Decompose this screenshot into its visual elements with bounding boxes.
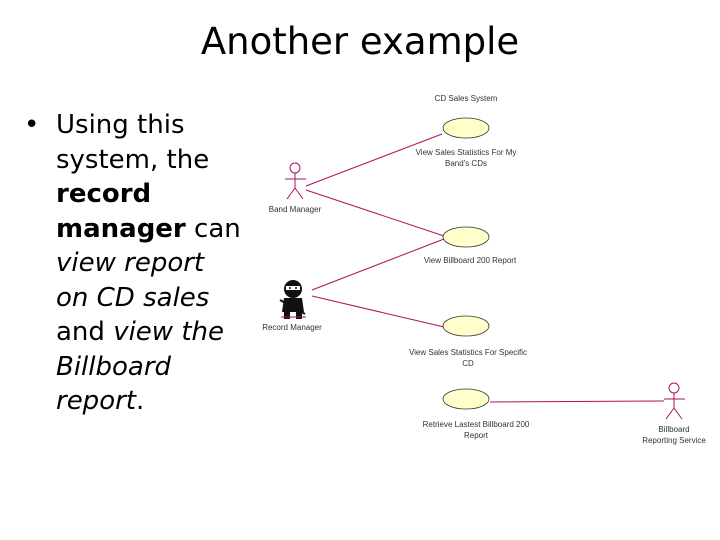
assoc-uc4-billboard xyxy=(489,400,665,403)
billboard-service-actor-icon xyxy=(664,382,685,420)
assoc-record-uc2 xyxy=(311,238,445,291)
bullet-text-1: Using this system, the xyxy=(56,110,210,175)
billboard-service-label-line1: Billboard xyxy=(658,425,689,434)
slide-title: Another example xyxy=(200,20,520,63)
bullet-bold-record-manager: record manager xyxy=(56,179,186,244)
assoc-band-uc1 xyxy=(305,133,443,187)
assoc-band-uc2 xyxy=(305,189,445,237)
bullet-text-3: and xyxy=(56,317,114,347)
use-case-4-ellipse xyxy=(442,388,490,410)
use-case-4-label-line2: Report xyxy=(464,431,489,440)
bullet-dot: • xyxy=(24,110,40,140)
use-case-1-ellipse xyxy=(442,117,490,139)
system-name: CD Sales System xyxy=(435,94,498,103)
bullet-italic-view-billboard: view the Billboard report xyxy=(56,317,224,416)
record-manager-ninja-icon xyxy=(279,280,306,319)
use-case-diagram: CD Sales System View Sales Statistics Fo… xyxy=(262,94,706,445)
billboard-service-label-line2: Reporting Service xyxy=(642,436,706,445)
bullet-text: Using this system, the record manager ca… xyxy=(56,108,244,419)
bullet-point: • Using this system, the record manager … xyxy=(24,108,244,419)
band-manager-actor-icon xyxy=(285,162,306,200)
use-case-3-label-line1: View Sales Statistics For Specific xyxy=(409,348,527,357)
use-case-3-label-line2: CD xyxy=(462,359,474,368)
record-manager-label: Record Manager xyxy=(262,323,322,332)
use-case-3-ellipse xyxy=(442,315,490,337)
use-case-2-ellipse xyxy=(442,226,490,248)
band-manager-label: Band Manager xyxy=(269,205,322,214)
bullet-text-4: . xyxy=(135,386,145,416)
use-case-2-label: View Billboard 200 Report xyxy=(424,256,517,265)
use-case-4-label-line1: Retrieve Lastest Billboard 200 xyxy=(423,420,530,429)
bullet-italic-view-report: view report on CD sales xyxy=(56,248,210,313)
use-case-1-label-line1: View Sales Statistics For My xyxy=(416,148,517,157)
use-case-1-label-line2: Band's CDs xyxy=(445,159,487,168)
assoc-record-uc3 xyxy=(311,295,445,328)
bullet-text-2: can xyxy=(185,213,241,244)
